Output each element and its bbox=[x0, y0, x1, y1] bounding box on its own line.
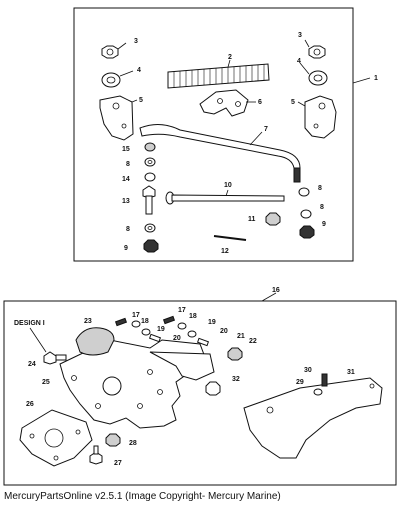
nut-21 bbox=[227, 347, 243, 361]
callout-5-left: 5 bbox=[139, 97, 143, 104]
callout-17-b: 17 bbox=[178, 307, 186, 314]
kit-1-box bbox=[73, 7, 354, 262]
washer-8-c bbox=[298, 187, 310, 197]
threaded-rod-2 bbox=[167, 63, 270, 89]
washer-8-a bbox=[144, 157, 156, 167]
callout-24: 24 bbox=[28, 361, 36, 368]
washer-4-right bbox=[308, 70, 328, 86]
callout-9-left: 9 bbox=[124, 245, 128, 252]
nut-3-right bbox=[308, 45, 326, 59]
hardware-17-20-left bbox=[114, 317, 162, 343]
bolt-30 bbox=[321, 373, 328, 387]
nut-11 bbox=[265, 212, 281, 226]
callout-25: 25 bbox=[42, 379, 50, 386]
hardware-17-20-right bbox=[162, 315, 210, 347]
bracket-5-right bbox=[304, 95, 337, 139]
callout-22: 22 bbox=[249, 338, 257, 345]
callout-4-left: 4 bbox=[137, 67, 141, 74]
callout-21: 21 bbox=[237, 333, 245, 340]
callout-3-left: 3 bbox=[134, 38, 138, 45]
design-label: DESIGN I bbox=[14, 320, 45, 327]
bracket-arm-25 bbox=[149, 351, 215, 381]
gasket-26 bbox=[19, 409, 93, 467]
callout-15: 15 bbox=[122, 146, 130, 153]
callout-4-right: 4 bbox=[297, 58, 301, 65]
bracket-5-left bbox=[99, 95, 134, 141]
callout-29: 29 bbox=[296, 379, 304, 386]
callout-8-a: 8 bbox=[126, 161, 130, 168]
plate-6 bbox=[199, 89, 249, 117]
callout-13: 13 bbox=[122, 198, 130, 205]
callout-12: 12 bbox=[221, 248, 229, 255]
callout-28: 28 bbox=[129, 440, 137, 447]
callout-16: 16 bbox=[272, 287, 280, 294]
washer-29 bbox=[313, 388, 323, 396]
callout-11: 11 bbox=[248, 216, 256, 223]
callout-18-b: 18 bbox=[189, 313, 197, 320]
nut-3-left bbox=[101, 45, 119, 59]
callout-19-b: 19 bbox=[208, 319, 216, 326]
bolt-24 bbox=[43, 351, 67, 365]
callout-3-right: 3 bbox=[298, 32, 302, 39]
callout-27: 27 bbox=[114, 460, 122, 467]
bushing-14 bbox=[144, 172, 156, 182]
washer-8-b bbox=[144, 223, 156, 233]
nut-9-left bbox=[143, 239, 159, 253]
callout-7: 7 bbox=[264, 126, 268, 133]
nut-32 bbox=[205, 381, 221, 396]
cover-23 bbox=[75, 327, 115, 356]
callout-31: 31 bbox=[347, 369, 355, 376]
callout-8-c: 8 bbox=[318, 185, 322, 192]
arm-bracket-31 bbox=[243, 377, 383, 459]
bolt-10 bbox=[165, 191, 285, 205]
washer-4-left bbox=[101, 72, 121, 88]
pin-12 bbox=[213, 235, 247, 241]
callout-10: 10 bbox=[224, 182, 232, 189]
callout-9-right: 9 bbox=[322, 221, 326, 228]
callout-32: 32 bbox=[232, 376, 240, 383]
copyright-footer: MercuryPartsOnline v2.5.1 (Image Copyrig… bbox=[4, 491, 281, 502]
callout-8-d: 8 bbox=[320, 204, 324, 211]
nut-9-right bbox=[299, 225, 315, 239]
callout-18-a: 18 bbox=[141, 318, 149, 325]
callout-26: 26 bbox=[26, 401, 34, 408]
kit-16-box bbox=[3, 300, 397, 486]
callout-2: 2 bbox=[228, 54, 232, 61]
callout-23: 23 bbox=[84, 318, 92, 325]
callout-19-a: 19 bbox=[157, 326, 165, 333]
washer-8-d bbox=[300, 209, 312, 219]
callout-14: 14 bbox=[122, 176, 130, 183]
callout-20-a: 20 bbox=[173, 335, 181, 342]
callout-20-b: 20 bbox=[220, 328, 228, 335]
callout-30: 30 bbox=[304, 367, 312, 374]
callout-5-right: 5 bbox=[291, 99, 295, 106]
callout-1: 1 bbox=[374, 75, 378, 82]
callout-6: 6 bbox=[258, 99, 262, 106]
nut-28 bbox=[105, 433, 121, 447]
callout-8-b: 8 bbox=[126, 226, 130, 233]
nut-15 bbox=[144, 142, 156, 152]
bolt-27 bbox=[89, 445, 103, 465]
callout-17-a: 17 bbox=[132, 312, 140, 319]
shift-link-7 bbox=[139, 124, 301, 183]
bolt-13 bbox=[142, 185, 156, 215]
